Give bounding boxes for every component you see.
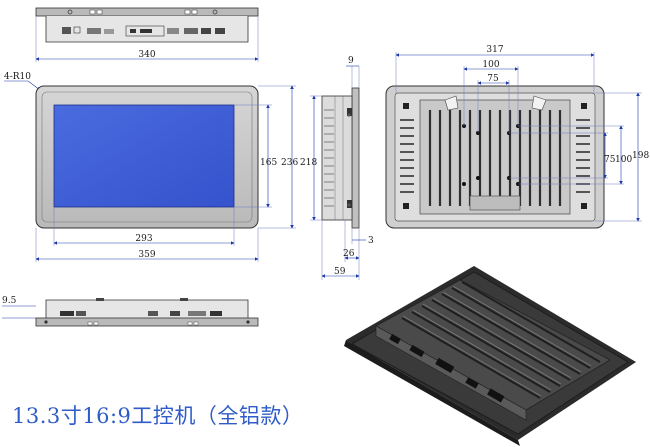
dim-front-height: 236 xyxy=(281,158,298,168)
dim-back-hole-w2: 75 xyxy=(487,74,499,84)
dim-front-inner-width: 293 xyxy=(135,234,152,244)
dim-side-height: 218 xyxy=(300,158,317,168)
dim-back-hole-w1: 100 xyxy=(482,60,499,70)
dim-corner-radius: 4-R10 xyxy=(4,72,31,82)
back-view: 317 100 75 198 75 100 xyxy=(385,45,649,229)
dim-back-width: 317 xyxy=(486,45,503,55)
dim-back-hole-h1: 75 xyxy=(604,155,616,165)
front-view: 4-R10 293 359 165 236 xyxy=(4,72,298,262)
dim-top-width: 340 xyxy=(138,50,155,60)
dim-front-width: 359 xyxy=(138,250,155,260)
dim-side-total: 59 xyxy=(334,267,346,277)
top-view: 340 xyxy=(35,7,259,62)
dim-back-hole-h2: 100 xyxy=(615,155,632,165)
dim-bottom-thickness: 9.5 xyxy=(2,296,17,306)
lcd-screen xyxy=(53,104,235,208)
dim-side-top: 9 xyxy=(348,56,354,66)
product-title: 13.3寸16:9工控机（全铝款） xyxy=(12,404,304,428)
dim-side-depth: 26 xyxy=(343,249,355,259)
product-3d-render xyxy=(344,266,636,446)
dim-back-height: 198 xyxy=(632,151,649,161)
bottom-view: 9.5 xyxy=(2,296,259,327)
side-view: 9 218 3 26 59 xyxy=(300,56,374,280)
dim-front-inner-height: 165 xyxy=(260,158,277,168)
dim-side-lip: 3 xyxy=(368,236,374,246)
